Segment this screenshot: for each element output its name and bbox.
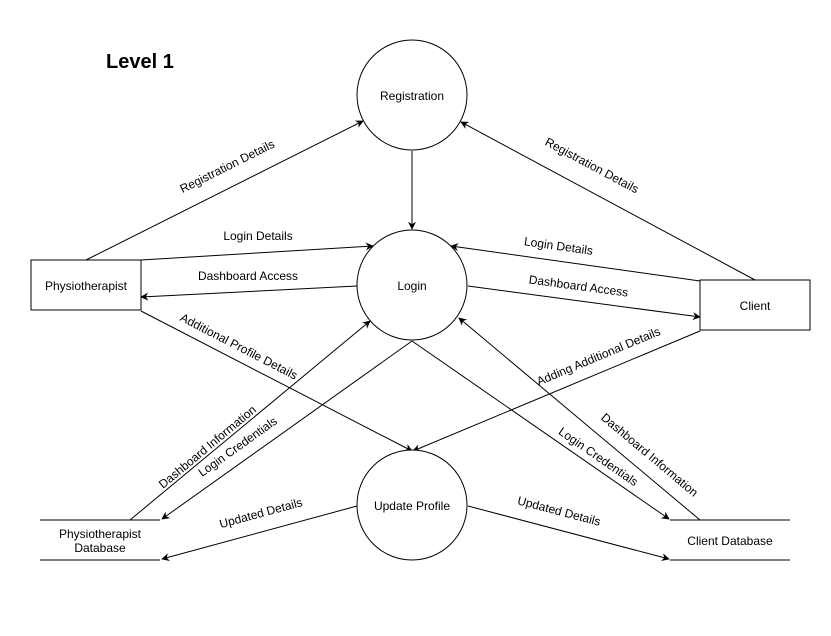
label-physio-registration: Registration Details [178, 137, 277, 196]
flow-physiodb-login-credentials [161, 340, 413, 520]
entity-client-label: Client [740, 299, 771, 313]
flow-clientdb-login-credentials [411, 340, 670, 520]
diagram-title: Level 1 [106, 51, 174, 73]
flow-physio-additional [140, 310, 413, 452]
label-client-login: Login Details [523, 234, 594, 258]
process-login-circle [356, 229, 468, 341]
label-client-dashboard: Dashboard Access [528, 272, 629, 299]
flows [85, 120, 756, 562]
datastore-client-label: Client Database [687, 534, 773, 548]
flow-client-registration [460, 121, 756, 281]
process-login: Login [356, 229, 468, 341]
flow-physio-dashboard [140, 285, 358, 301]
label-update-to-physiodb: Updated Details [218, 495, 304, 531]
process-login-label: Login [397, 279, 426, 293]
process-registration: Registration [356, 39, 468, 151]
entity-physiotherapist-label: Physiotherapist [45, 279, 128, 293]
entity-physiotherapist: Physiotherapist [30, 259, 142, 311]
flow-physio-registration [85, 120, 364, 261]
flow-client-login [450, 243, 701, 282]
entity-physiotherapist-box [30, 259, 142, 311]
flow-client-additional [412, 330, 701, 452]
datastore-client: Client Database [670, 519, 790, 561]
process-registration-label: Registration [380, 89, 444, 103]
datastore-physio-label-line2: Database [74, 541, 126, 555]
label-physio-dashboard: Dashboard Access [198, 269, 298, 283]
flow-update-to-clientdb [467, 505, 670, 562]
label-physio-login: Login Details [223, 229, 292, 243]
process-update-profile-circle [356, 449, 468, 561]
process-registration-circle [356, 39, 468, 151]
flow-clientdb-dashboard-info [458, 317, 701, 521]
flow-physio-login [140, 242, 374, 261]
flow-update-to-physiodb [161, 505, 358, 561]
label-physio-additional: Additional Profile Details [178, 310, 300, 382]
entity-client: Client [699, 279, 811, 331]
label-update-to-clientdb: Updated Details [516, 493, 602, 528]
entity-client-box [699, 279, 811, 331]
process-update-profile-label: Update Profile [374, 499, 450, 513]
label-client-additional: Adding Additional Details [535, 324, 663, 388]
datastore-physio-label-line1: Physiotherapist [59, 527, 142, 541]
flow-client-dashboard [467, 285, 701, 321]
datastore-physiotherapist: Physiotherapist Database [40, 519, 160, 561]
flow-physiodb-dashboard-info [129, 320, 371, 521]
process-update-profile: Update Profile [356, 449, 468, 561]
label-clientdb-dashboard-info: Dashboard Information [598, 410, 701, 499]
label-client-registration: Registration Details [543, 135, 641, 197]
